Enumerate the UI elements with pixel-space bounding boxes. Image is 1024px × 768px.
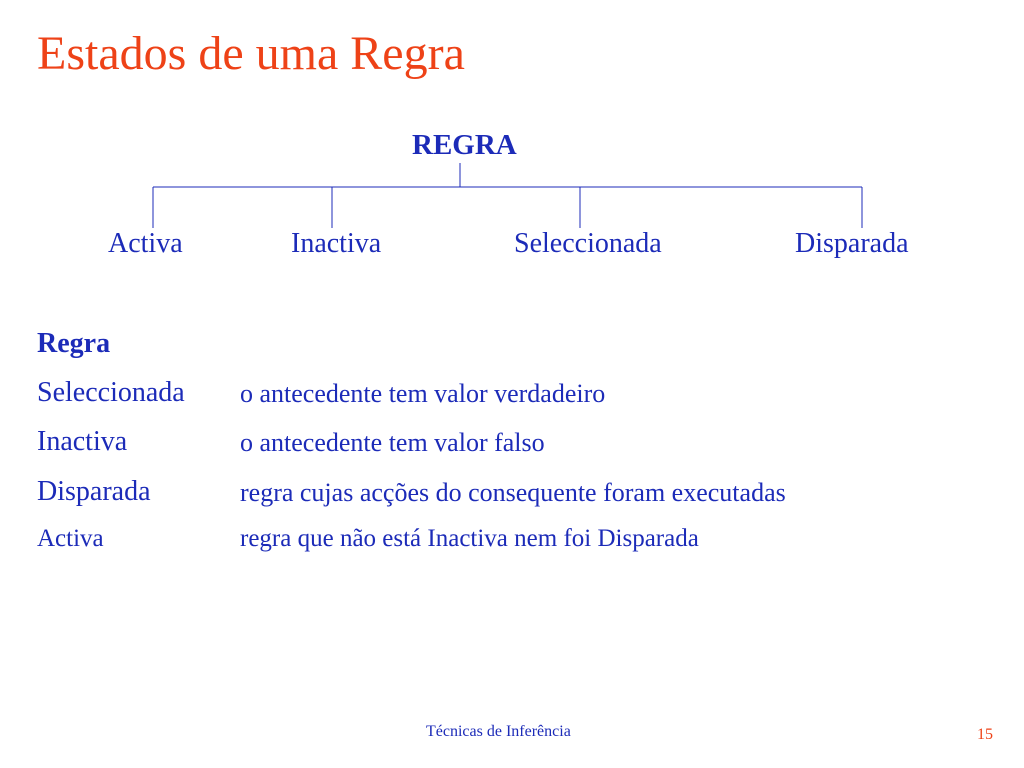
definition-desc-seleccionada: o antecedente tem valor verdadeiro (240, 379, 606, 408)
definition-desc-disparada: regra cujas acções do consequente foram … (240, 478, 786, 507)
definition-term-disparada: Disparada (37, 476, 151, 507)
slide-footer: Técnicas de Inferência (426, 723, 571, 740)
tree-node-seleccionada: Seleccionada (514, 228, 662, 259)
tree-root-node: REGRA (412, 129, 517, 161)
tree-node-inactiva: Inactiva (291, 228, 382, 259)
definition-term-activa: Activa (37, 525, 104, 552)
definition-term-inactiva: Inactiva (37, 426, 128, 457)
tree-node-activa: Activa (108, 228, 183, 259)
definition-desc-activa: regra que não está Inactiva nem foi Disp… (240, 525, 699, 552)
tree-node-disparada: Disparada (795, 228, 909, 259)
definition-desc-inactiva: o antecedente tem valor falso (240, 428, 545, 457)
definitions-header: Regra (37, 328, 111, 359)
slide-title: Estados de uma Regra (37, 27, 465, 80)
definition-term-seleccionada: Seleccionada (37, 377, 185, 408)
page-number: 15 (977, 726, 993, 743)
